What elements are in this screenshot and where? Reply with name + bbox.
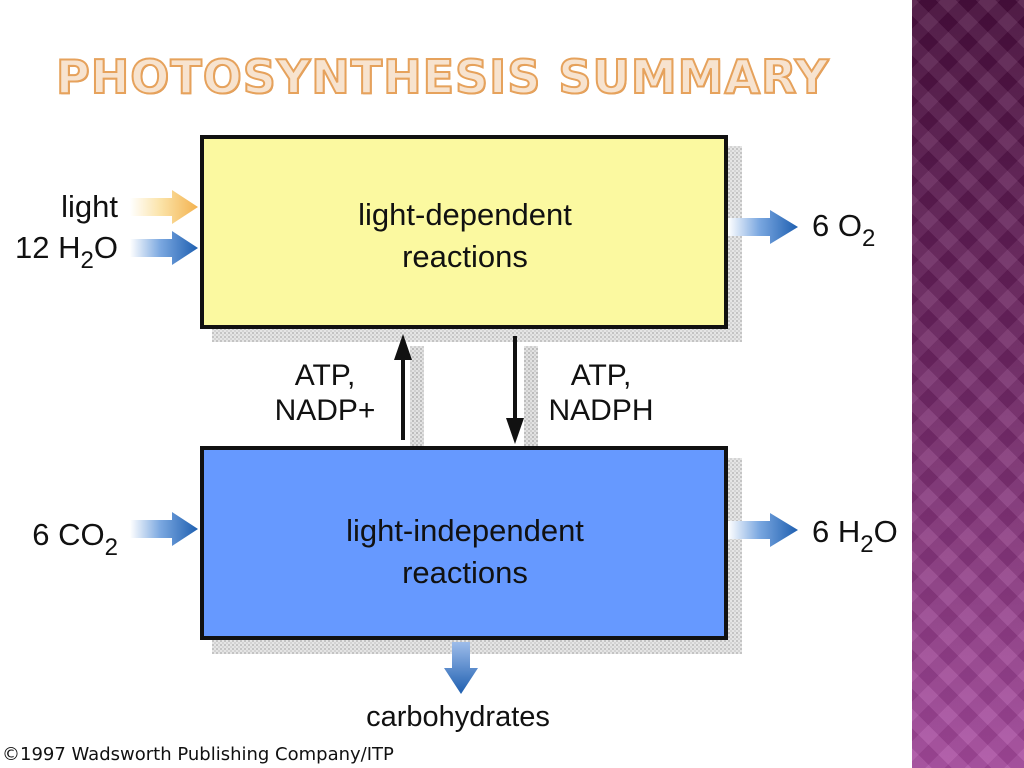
light-independent-line1: light-independent [346, 513, 584, 548]
decorative-side-panel [912, 0, 1024, 768]
atp-nadp-line1: ATP, [295, 359, 356, 392]
oxygen-out-arrow [728, 210, 798, 244]
water-input-label: 12 H2O [15, 230, 118, 274]
water-in-arrow [130, 231, 198, 265]
light-independent-line2: reactions [402, 555, 528, 590]
light-dependent-rect [200, 135, 728, 329]
water-out-arrow [728, 513, 798, 547]
slide-title: Photosynthesis Summary [55, 49, 830, 105]
light-arrow [130, 190, 198, 224]
light-independent-rect [200, 446, 728, 640]
light-label: light [61, 189, 118, 224]
oxygen-output-label: 6 O2 [812, 208, 875, 252]
light-dependent-box: light-dependent reactions [200, 135, 728, 329]
water-output-label: 6 H2O [812, 514, 898, 558]
up-arrow [394, 334, 412, 440]
light-dependent-line2: reactions [402, 239, 528, 274]
light-dependent-line1: light-dependent [358, 197, 572, 232]
co2-in-arrow [130, 512, 198, 546]
atp-nadph-line2: NADPH [548, 394, 653, 427]
carbohydrates-out-arrow [444, 642, 478, 694]
co2-input-label: 6 CO2 [32, 517, 118, 561]
down-arrow [506, 336, 524, 444]
light-independent-box: light-independent reactions [200, 446, 728, 640]
atp-nadp-line2: NADP+ [275, 394, 376, 427]
copyright-notice: ©1997 Wadsworth Publishing Company/ITP [2, 744, 394, 765]
carbohydrates-label: carbohydrates [366, 701, 550, 733]
atp-nadph-line1: ATP, [571, 359, 632, 392]
